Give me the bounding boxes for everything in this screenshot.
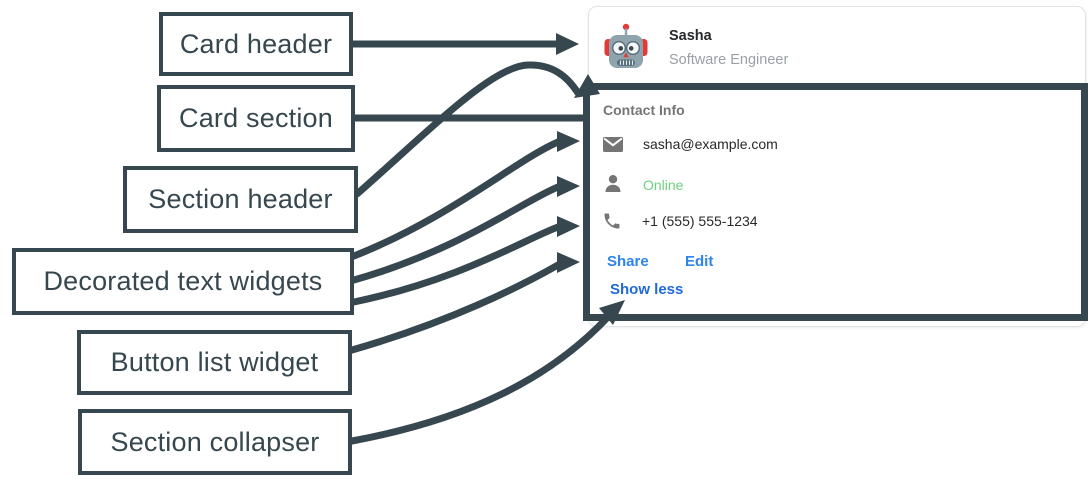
card-header-name: Sasha	[669, 28, 712, 44]
section-collapser-button[interactable]: Show less	[610, 281, 684, 298]
edit-button[interactable]: Edit	[685, 253, 714, 270]
label-section-header-text: Section header	[148, 184, 333, 214]
decorated-text-phone[interactable]: +1 (555) 555-1234	[642, 213, 758, 229]
label-card-section-text: Card section	[179, 103, 333, 133]
person-icon	[605, 175, 621, 192]
label-decorated-text-widgets-text: Decorated text widgets	[43, 266, 323, 296]
phone-icon	[604, 213, 620, 229]
share-button[interactable]: Share	[607, 253, 649, 270]
label-card-header-text: Card header	[179, 28, 333, 59]
label-decorated-text-widgets: Decorated text widgets	[12, 248, 354, 315]
label-card-header: Card header	[159, 12, 353, 76]
card-header: Sasha Software Engineer	[589, 7, 1085, 85]
label-section-header: Section header	[123, 166, 358, 233]
label-section-collapser: Section collapser	[78, 409, 352, 475]
robot-avatar-icon	[604, 23, 648, 68]
card-header-subtitle: Software Engineer	[669, 52, 789, 68]
mail-icon	[603, 137, 623, 152]
decorated-text-email[interactable]: sasha@example.com	[643, 136, 778, 152]
card-section: Contact Info sasha@example.com Online +1…	[583, 83, 1088, 321]
arrow-decorated-text-1	[350, 131, 580, 260]
decorated-text-status[interactable]: Online	[643, 177, 684, 193]
label-button-list-widget-text: Button list widget	[110, 347, 319, 377]
label-card-section: Card section	[157, 85, 355, 152]
arrow-section-collapser	[348, 300, 625, 445]
contact-card: Sasha Software Engineer	[588, 6, 1086, 327]
label-button-list-widget: Button list widget	[77, 330, 352, 395]
arrow-section-header	[353, 61, 600, 198]
section-header: Contact Info	[603, 102, 685, 118]
label-section-collapser-text: Section collapser	[110, 426, 320, 457]
arrow-decorated-text-3	[350, 216, 580, 306]
arrow-card-header	[353, 33, 579, 55]
arrow-decorated-text-2	[350, 176, 580, 284]
arrow-button-list	[348, 252, 580, 354]
